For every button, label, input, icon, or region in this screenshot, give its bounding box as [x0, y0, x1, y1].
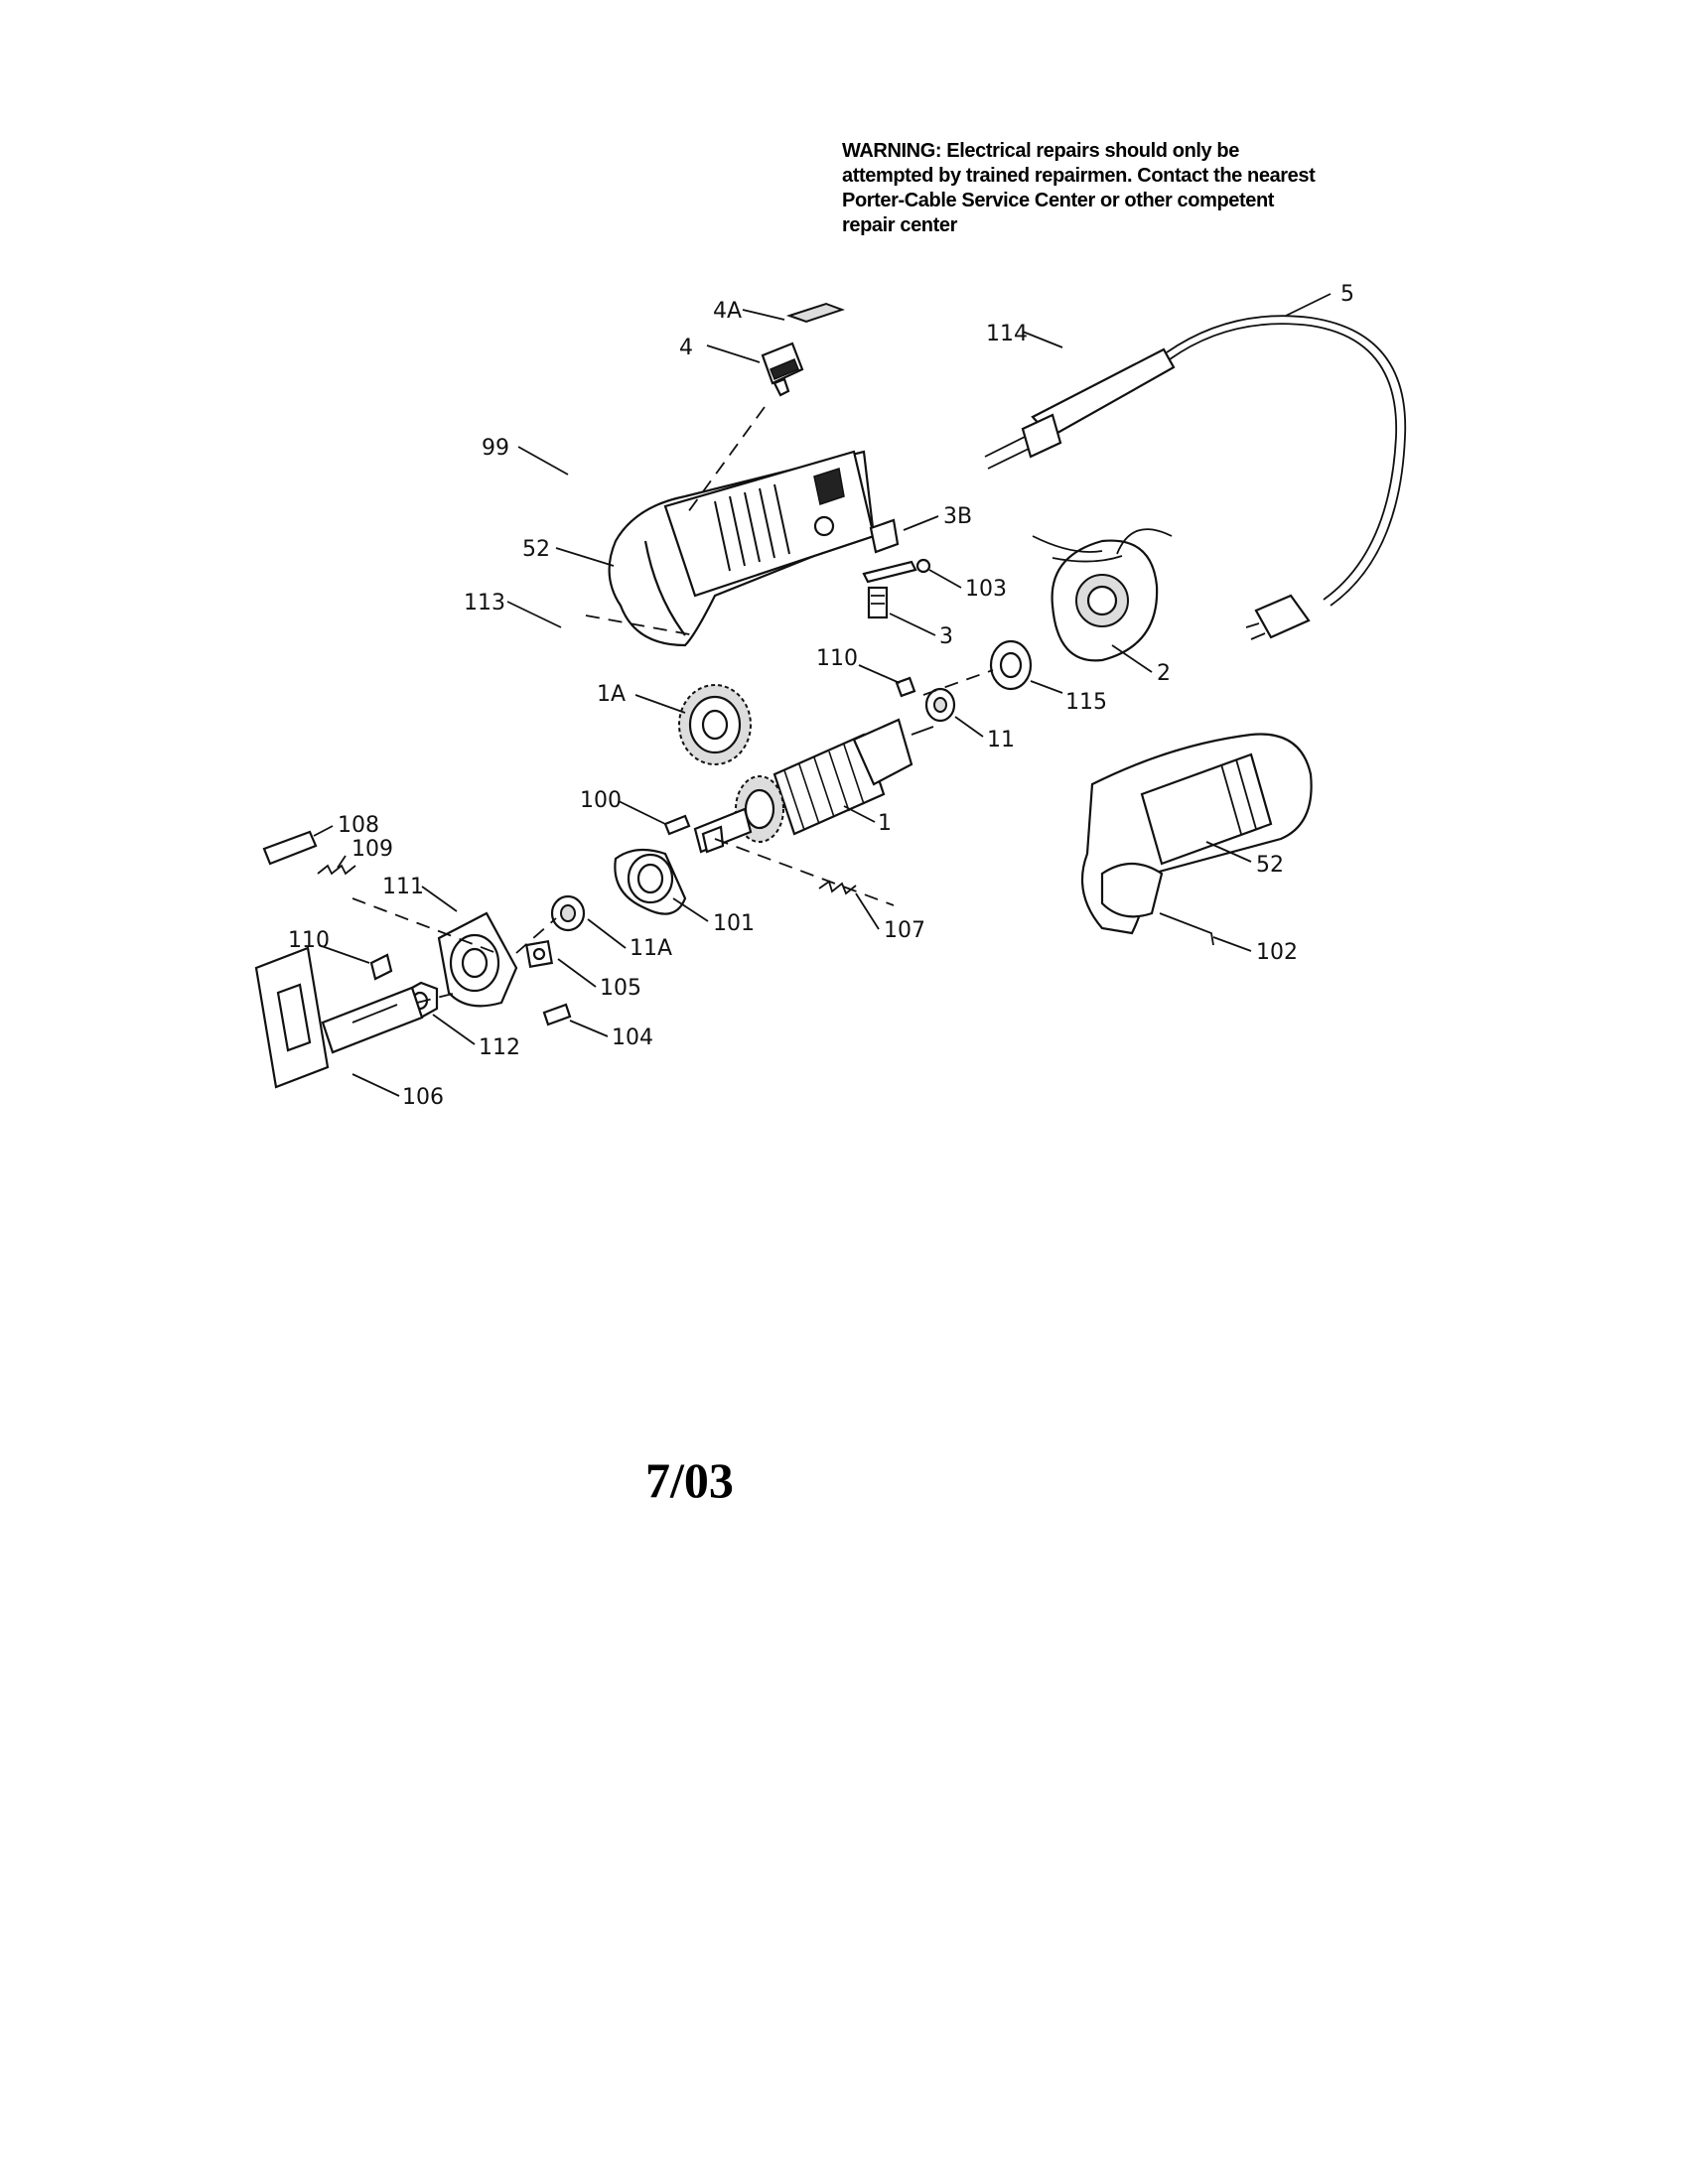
label-113: 113 [464, 591, 505, 615]
label-3b: 3B [943, 504, 972, 529]
housing-111 [437, 911, 518, 1008]
cord-5 [984, 315, 1407, 607]
housing-101 [614, 848, 687, 915]
label-4: 4 [679, 336, 693, 360]
label-115: 115 [1065, 690, 1107, 715]
spring-109 [317, 864, 356, 876]
switch-plate-4a [785, 302, 845, 324]
screw-100 [663, 814, 691, 836]
brush-holder-3 [862, 560, 917, 619]
warning-line-1: WARNING: Electrical repairs should only … [842, 140, 1239, 162]
label-100: 100 [580, 788, 622, 813]
pin-110-bottom [369, 953, 393, 981]
label-1a: 1A [597, 682, 626, 707]
label-105: 105 [600, 976, 641, 1001]
gear-1a [678, 684, 752, 765]
assembly-lines [351, 406, 994, 1004]
label-102: 102 [1256, 940, 1298, 965]
label-11: 11 [987, 728, 1015, 752]
label-52-bottom: 52 [1256, 853, 1284, 878]
label-5: 5 [1340, 282, 1354, 307]
motor-housing-52-top [608, 450, 876, 647]
label-52-top: 52 [522, 537, 550, 562]
brush-cap-3b [869, 518, 900, 554]
revision-date: 7/03 [645, 1452, 734, 1508]
label-110-top: 110 [816, 646, 858, 671]
label-101: 101 [713, 911, 755, 936]
label-108: 108 [338, 813, 379, 838]
label-111: 111 [382, 875, 424, 899]
label-106: 106 [402, 1085, 444, 1110]
label-112: 112 [479, 1035, 520, 1060]
label-109: 109 [351, 837, 393, 862]
label-4a: 4A [713, 299, 742, 324]
spring-107 [818, 880, 857, 895]
leader-lines [313, 293, 1332, 1097]
label-2: 2 [1157, 661, 1171, 686]
part-labels: 4A 4 5 114 99 52 113 3B 103 3 110 2 1A 1… [288, 282, 1354, 1110]
screw-104 [542, 1003, 572, 1026]
field-2 [1032, 528, 1173, 662]
plug [1245, 594, 1311, 640]
label-104: 104 [612, 1025, 653, 1050]
armature-1 [693, 718, 934, 854]
label-110-bottom: 110 [288, 928, 330, 953]
warning-line-2: attempted by trained repairmen. Contact … [842, 165, 1316, 187]
label-99: 99 [482, 436, 509, 461]
plate-105 [524, 939, 554, 969]
guard-106 [254, 946, 424, 1089]
label-107: 107 [884, 918, 925, 943]
label-11a: 11A [630, 936, 672, 961]
label-103: 103 [965, 577, 1007, 602]
bearing-11a [550, 894, 586, 932]
pin-108 [262, 830, 318, 866]
bearing-11 [924, 687, 956, 723]
pin-110-top [895, 676, 916, 698]
label-1: 1 [878, 811, 892, 836]
label-114: 114 [986, 322, 1028, 346]
warning-line-4: repair center [842, 214, 957, 236]
switch-4 [761, 341, 804, 397]
warning-note: WARNING: Electrical repairs should only … [842, 139, 1398, 238]
hex-key-102 [1159, 912, 1214, 946]
label-3: 3 [939, 624, 953, 649]
washer-103 [915, 558, 931, 574]
warning-line-3: Porter-Cable Service Center or other com… [842, 190, 1275, 211]
bearing-115 [989, 639, 1033, 691]
motor-housing-52-bottom [1080, 733, 1313, 935]
